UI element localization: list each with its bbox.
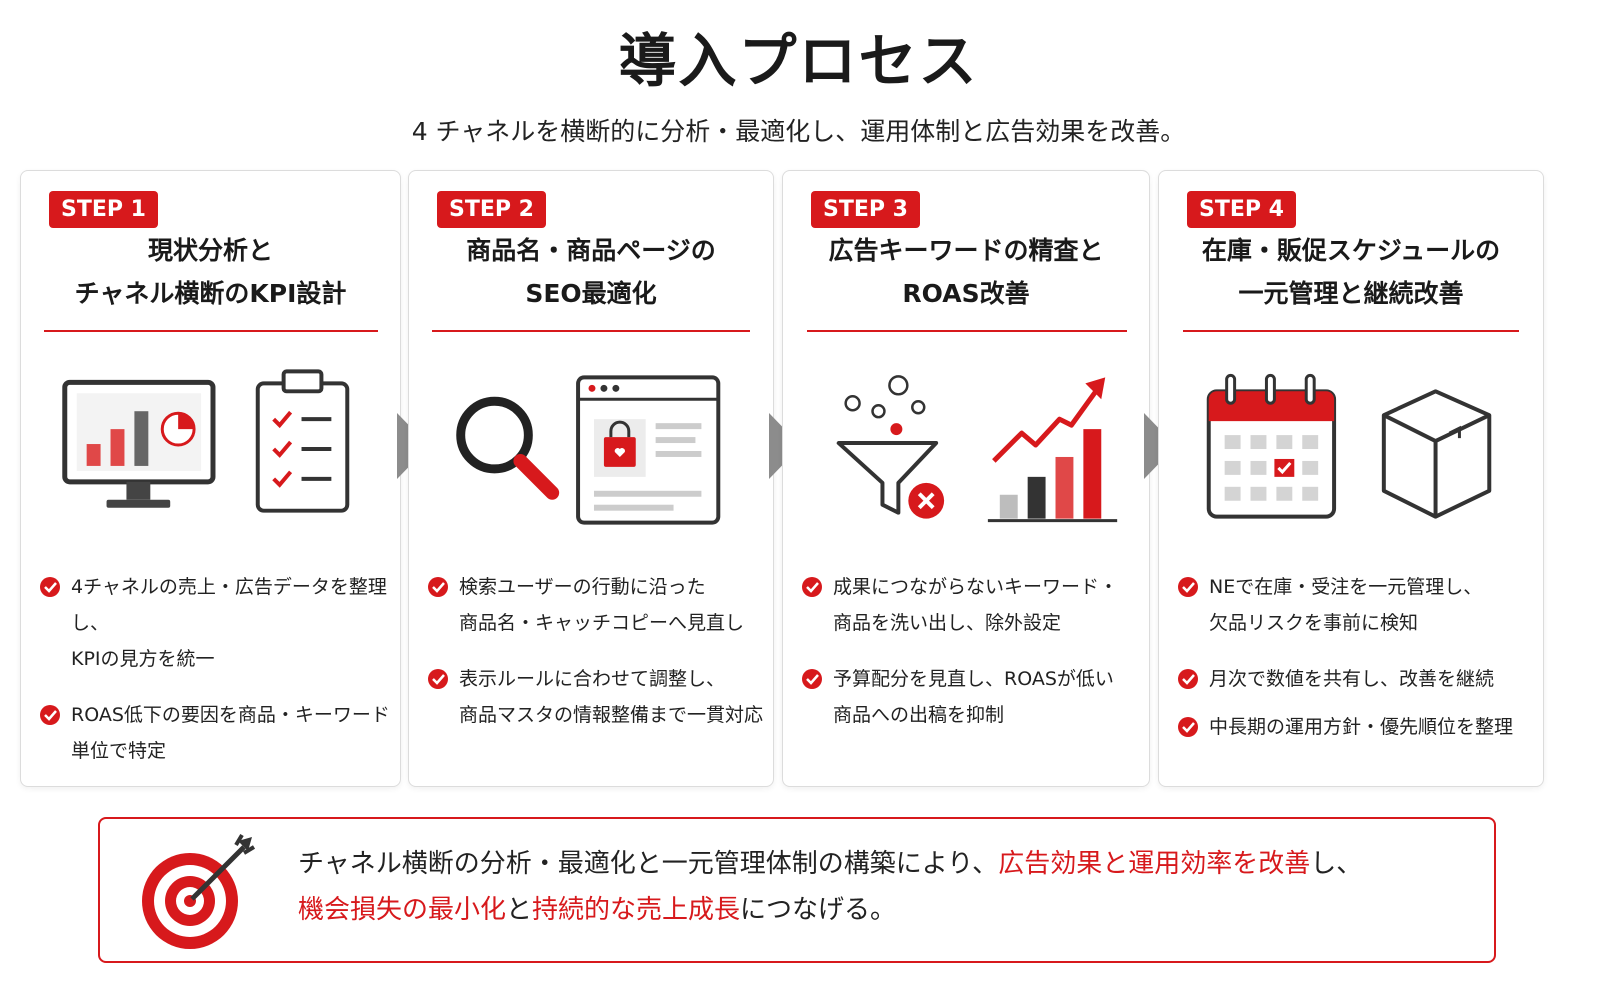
bullet-list: 4チャネルの売上・広告データを整理し、 KPIの見方を統一 ROAS低下の要因を… [39, 569, 394, 789]
monitor-chart-icon [62, 379, 216, 508]
step-badge: STEP 4 [1187, 191, 1296, 228]
step-illustration [456, 375, 721, 525]
divider [1183, 330, 1519, 332]
divider [807, 330, 1127, 332]
list-item: 月次で数値を共有し、改善を継続 [1177, 661, 1537, 697]
list-item: ROAS低下の要因を商品・キーワード 単位で特定 [39, 697, 394, 769]
step-title: 広告キーワードの精査と ROAS改善 [828, 236, 1104, 308]
step-title: 在庫・販促スケジュールの 一元管理と継続改善 [1201, 236, 1501, 308]
magnifier-icon [456, 396, 560, 500]
step-illustration [836, 375, 1118, 523]
step-card-3: STEP 3 広告キーワードの精査と ROAS改善 成果につな [782, 170, 1150, 787]
check-circle-icon [1178, 669, 1198, 689]
divider [44, 330, 378, 332]
step-badge: STEP 1 [49, 191, 158, 228]
step-badge: STEP 3 [811, 191, 920, 228]
calendar-icon [1206, 373, 1337, 519]
check-circle-icon [40, 705, 60, 725]
step-badge: STEP 2 [437, 191, 546, 228]
list-item: 表示ルールに合わせて調整し、 商品マスタの情報整備まで一貫対応 [427, 661, 767, 733]
step-card-1: STEP 1 現状分析と チャネル横断のKPI設計 [20, 170, 401, 787]
list-item: 予算配分を見直し、ROASが低い 商品への出稿を抑制 [801, 661, 1143, 733]
bullet-list: 検索ユーザーの行動に沿った 商品名・キャッチコピーへ見直し 表示ルールに合わせて… [427, 569, 767, 753]
check-circle-icon [1178, 717, 1198, 737]
check-circle-icon [428, 669, 448, 689]
list-item: 検索ユーザーの行動に沿った 商品名・キャッチコピーへ見直し [427, 569, 767, 641]
list-item: 成果につながらないキーワード・ 商品を洗い出し、除外設定 [801, 569, 1143, 641]
step-card-2: STEP 2 商品名・商品ページの SEO最適化 [408, 170, 774, 787]
bullet-list: NEで在庫・受注を一元管理し、 欠品リスクを事前に検知 月次で数値を共有し、改善… [1177, 569, 1537, 765]
growth-bar-chart-icon [987, 377, 1118, 523]
box-icon [1381, 389, 1492, 519]
list-item: 中長期の運用方針・優先順位を整理 [1177, 709, 1537, 745]
check-circle-icon [802, 577, 822, 597]
summary-box: チャネル横断の分析・最適化と一元管理体制の構築により、広告効果と運用効率を改善し… [98, 817, 1496, 963]
target-arrow-icon [142, 833, 256, 949]
summary-highlight: 広告効果と運用効率を改善 [998, 849, 1311, 879]
step-illustration [62, 369, 350, 513]
check-circle-icon [40, 577, 60, 597]
summary-highlight: 持続的な売上成長 [532, 895, 741, 925]
check-circle-icon [802, 669, 822, 689]
check-circle-icon [428, 577, 448, 597]
funnel-filter-icon [836, 375, 945, 519]
product-page-icon [576, 375, 721, 525]
step-title: 商品名・商品ページの SEO最適化 [466, 236, 716, 308]
list-item: 4チャネルの売上・広告データを整理し、 KPIの見方を統一 [39, 569, 394, 677]
step-title: 現状分析と チャネル横断のKPI設計 [74, 236, 347, 308]
checklist-clipboard-icon [255, 369, 350, 513]
bullet-list: 成果につながらないキーワード・ 商品を洗い出し、除外設定 予算配分を見直し、RO… [801, 569, 1143, 753]
list-item: NEで在庫・受注を一元管理し、 欠品リスクを事前に検知 [1177, 569, 1537, 641]
page-subtitle: 4 チャネルを横断的に分析・最適化し、運用体制と広告効果を改善。 [411, 117, 1186, 146]
divider [432, 330, 750, 332]
summary-text: チャネル横断の分析・最適化と一元管理体制の構築により、広告効果と運用効率を改善し… [298, 849, 1363, 925]
summary-highlight: 機会損失の最小化 [298, 895, 507, 925]
step-card-4: STEP 4 在庫・販促スケジュールの 一元管理と継続改善 [1158, 170, 1544, 787]
page-title: 導入プロセス [618, 27, 979, 95]
step-illustration [1206, 373, 1492, 519]
check-circle-icon [1178, 577, 1198, 597]
